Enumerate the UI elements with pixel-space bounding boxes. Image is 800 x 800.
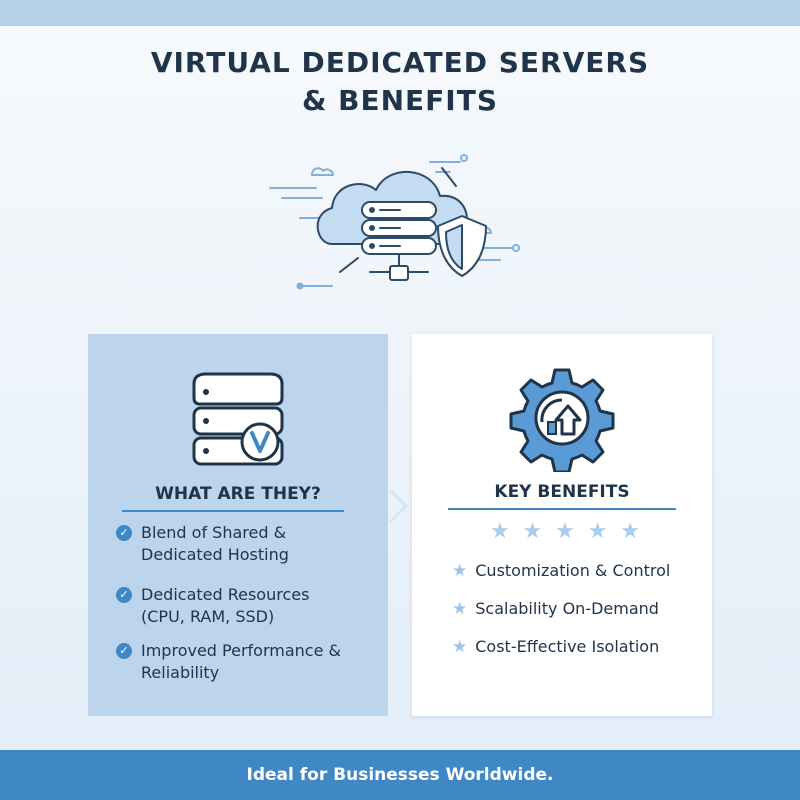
- list-item-line: Reliability: [141, 663, 220, 682]
- chevron-right-icon: [388, 488, 408, 524]
- key-benefits-heading: KEY BENEFITS: [494, 482, 630, 502]
- title-line-2: & BENEFITS: [301, 84, 498, 117]
- what-are-they-heading: WHAT ARE THEY?: [155, 484, 321, 504]
- top-strip: [0, 0, 800, 26]
- list-item: ★ Scalability On-Demand: [452, 598, 659, 620]
- star-icon: ★: [452, 637, 468, 657]
- star-icon: ★: [587, 519, 608, 544]
- list-item-line: Improved Performance &: [141, 641, 341, 660]
- list-item-line: Dedicated Resources: [141, 585, 310, 604]
- star-icon: ★: [555, 519, 575, 544]
- list-item: ✓ Blend of Shared & Dedicated Hosting: [116, 522, 289, 566]
- check-icon: ✓: [116, 587, 132, 603]
- check-icon: ✓: [116, 525, 132, 541]
- key-benefits-panel: KEY BENEFITS ★ ★ ★ ★ ★ ★ Customization &…: [412, 334, 712, 716]
- star-icon: ★: [490, 519, 510, 544]
- list-item-text: Scalability On-Demand: [475, 599, 659, 618]
- server-stack-v-icon: [192, 372, 284, 466]
- list-item-line: Blend of Shared &: [141, 523, 287, 542]
- star-icon: ★: [452, 599, 468, 619]
- star-icon: ★: [620, 519, 640, 544]
- title-line-1: VIRTUAL DEDICATED SERVERS: [150, 46, 650, 79]
- what-are-they-panel: WHAT ARE THEY? ✓ Blend of Shared & Dedic…: [88, 334, 388, 716]
- page-title: VIRTUAL DEDICATED SERVERS & BENEFITS: [0, 44, 800, 120]
- star-icon: ★: [452, 561, 468, 581]
- footer-banner: Ideal for Businesses Worldwide.: [0, 750, 800, 800]
- cloud-server-shield-icon: [269, 154, 520, 290]
- list-item-text: Customization & Control: [475, 561, 671, 580]
- left-heading-rule: [122, 510, 344, 512]
- footer-text: Ideal for Businesses Worldwide.: [246, 765, 554, 785]
- list-item-line: (CPU, RAM, SSD): [141, 607, 275, 626]
- check-icon: ✓: [116, 643, 132, 659]
- list-item: ✓ Dedicated Resources (CPU, RAM, SSD): [116, 584, 309, 628]
- rating-stars: ★ ★ ★ ★ ★: [490, 520, 640, 544]
- list-item-text: Cost-Effective Isolation: [475, 637, 660, 656]
- gear-growth-icon: [509, 368, 615, 472]
- star-icon: ★: [522, 519, 543, 544]
- list-item: ★ Customization & Control: [452, 560, 670, 582]
- list-item: ✓ Improved Performance & Reliability: [116, 640, 341, 684]
- list-item: ★ Cost-Effective Isolation: [452, 636, 659, 658]
- right-heading-rule: [448, 508, 676, 510]
- list-item-line: Dedicated Hosting: [141, 545, 289, 564]
